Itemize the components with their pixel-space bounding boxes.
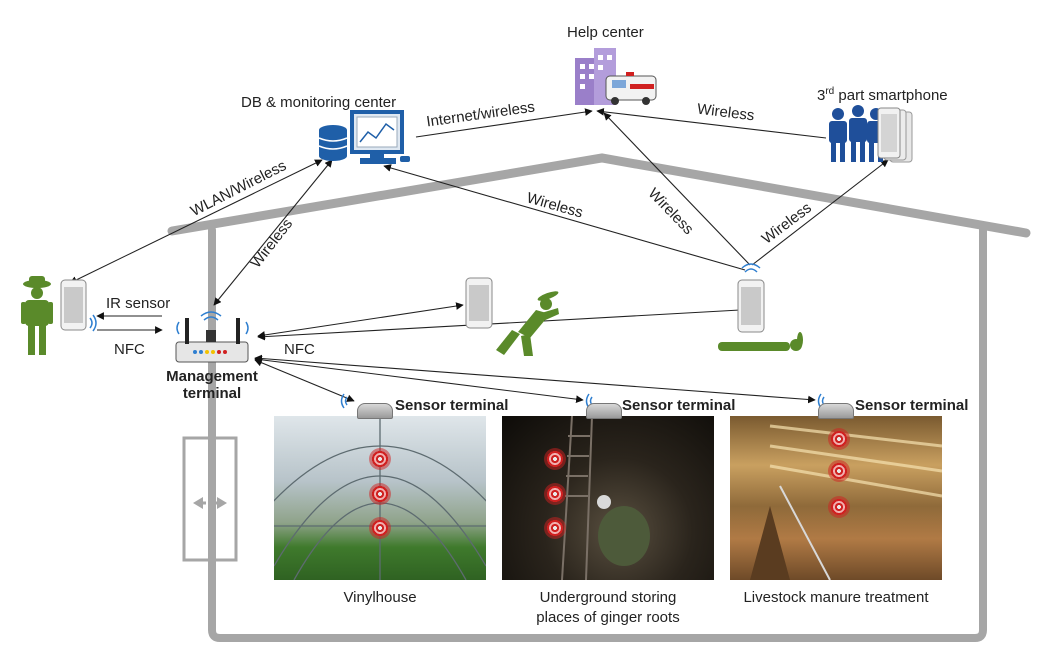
third-party-label-rest: part smartphone [834, 87, 948, 104]
nfc-label-right: NFC [284, 341, 315, 358]
ginger-storage-photo [502, 416, 714, 580]
ginger-storage-caption-line1: Underground storing [539, 589, 677, 606]
third-party-label: 3rd part smartphone [817, 86, 948, 104]
connection-lines [69, 107, 889, 404]
sensor-terminal-label-3: Sensor terminal [855, 397, 969, 414]
router-icon [175, 311, 249, 363]
link-bed-phone-help [603, 112, 751, 266]
link-thirdparty-help [596, 107, 827, 139]
link-bed-phone-thirdparty [751, 159, 889, 266]
vinylhouse-photo [274, 416, 486, 580]
sensor-terminal-label-2: Sensor terminal [622, 397, 736, 414]
door-icon [182, 436, 238, 562]
third-party-phones-icon [877, 107, 913, 163]
link-bed-phone-db [383, 164, 746, 271]
management-terminal-line1: Management [166, 368, 258, 385]
livestock-caption: Livestock manure treatment [743, 589, 929, 606]
management-terminal-line2: terminal [182, 385, 242, 403]
ginger-storage-caption-line2: places of ginger roots [536, 609, 680, 627]
sensor-terminal-label-1: Sensor terminal [395, 397, 509, 414]
sensor-terminal-device-3 [818, 403, 854, 419]
link-mgmt-sensor3 [254, 354, 816, 404]
sensor-terminal-device-1 [357, 403, 393, 419]
ginger-storage-caption: Underground storing places of ginger roo… [494, 588, 722, 629]
link-mgmt-sensor1 [254, 359, 355, 402]
link-internet-wireless [415, 108, 593, 138]
walking-person-icon [496, 291, 559, 356]
db-monitoring-icon [318, 110, 410, 164]
bedside-phone-icon [737, 263, 765, 333]
farmer-icon [21, 276, 53, 355]
link-mgmt-sensor2 [254, 356, 584, 403]
third-party-users-icon [829, 105, 885, 162]
ir-sensor-label: IR sensor [106, 295, 171, 312]
management-terminal-label: Management terminal [160, 368, 264, 403]
walking-phone-icon [465, 277, 493, 329]
link-mgmt-walking-phone [257, 302, 464, 339]
livestock-manure-photo [730, 416, 942, 580]
sensor-terminal-device-2 [586, 403, 622, 419]
link-mgmt-bed-phone [257, 309, 741, 341]
link-db-management [213, 159, 333, 306]
nfc-label-left: NFC [114, 341, 145, 358]
help-center-icon [575, 48, 657, 105]
third-party-label-sup: rd [825, 86, 835, 97]
help-center-label: Help center [567, 24, 644, 41]
farmer-phone-icon [60, 279, 97, 332]
db-monitoring-label: DB & monitoring center [241, 94, 397, 111]
lying-person-icon [718, 332, 803, 351]
vinylhouse-caption: Vinylhouse [343, 589, 417, 606]
third-party-label-base: 3 [817, 87, 826, 104]
